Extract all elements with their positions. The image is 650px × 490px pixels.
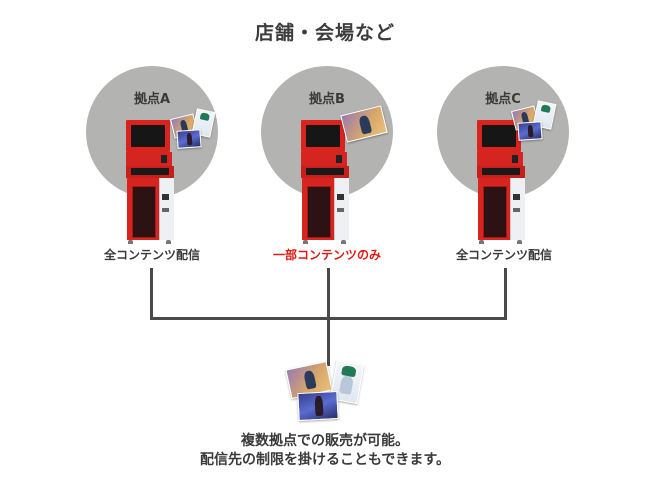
site-b-caption: 一部コンテンツのみ [272, 248, 381, 262]
site-c-caption: 全コンテンツ配信 [455, 248, 552, 262]
connector-line-a [150, 268, 153, 320]
site-c: 拠点C [437, 64, 573, 260]
site-a: 拠点A [86, 64, 222, 260]
kiosk-icon [477, 120, 529, 248]
singer-photo-icon [176, 129, 202, 149]
connector-line-c [504, 268, 507, 320]
hub-singer-photo-icon [297, 390, 339, 422]
diagram-title: 店舗・会場など [254, 22, 395, 44]
site-a-name: 拠点A [133, 92, 171, 107]
connector-line-horizontal [150, 317, 507, 320]
footer-text: 複数拠点での販売が可能。 配信先の制限を掛けることもできます。 [0, 432, 650, 470]
site-c-name: 拠点C [485, 92, 521, 107]
site-b: 拠点B [261, 64, 397, 260]
footer-line-2: 配信先の制限を掛けることもできます。 [199, 452, 451, 468]
footer-line-1: 複数拠点での販売が可能。 [241, 433, 409, 449]
kiosk-icon [301, 120, 353, 248]
singer-photo-icon [517, 121, 543, 141]
site-a-caption: 全コンテンツ配信 [103, 248, 200, 262]
kiosk-icon [126, 120, 178, 248]
site-b-name: 拠点B [309, 92, 345, 107]
